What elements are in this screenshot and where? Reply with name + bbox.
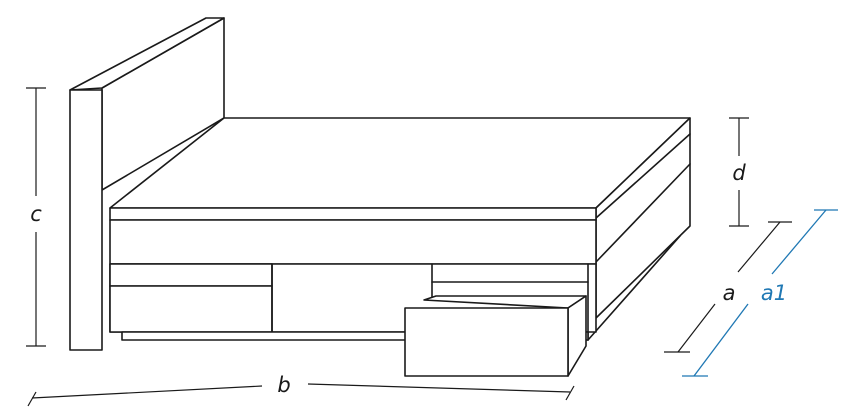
drawer-left — [109, 285, 273, 333]
drawer-left-top — [109, 263, 273, 287]
mattress-band — [109, 207, 597, 221]
headboard — [69, 17, 225, 351]
label-d: d — [732, 161, 746, 185]
label-c: c — [30, 202, 42, 226]
open-drawer-front — [404, 307, 569, 377]
label-b: b — [277, 373, 290, 397]
mattress-edge-right — [595, 133, 691, 219]
label-a: a — [723, 281, 736, 305]
open-drawer-side — [567, 295, 587, 377]
headboard-top — [69, 17, 225, 91]
dimension-b: b — [27, 373, 575, 407]
frame-edge-right — [595, 163, 691, 263]
base-edge-right — [587, 235, 681, 341]
dimension-c: c — [26, 87, 46, 347]
dimension-a1: a1 — [682, 209, 838, 377]
frame-front — [109, 219, 597, 265]
headboard-front — [69, 89, 103, 351]
dimension-d: d — [729, 117, 749, 227]
dimension-a: a — [664, 221, 792, 353]
open-drawer — [404, 295, 587, 377]
label-a1: a1 — [761, 281, 787, 305]
